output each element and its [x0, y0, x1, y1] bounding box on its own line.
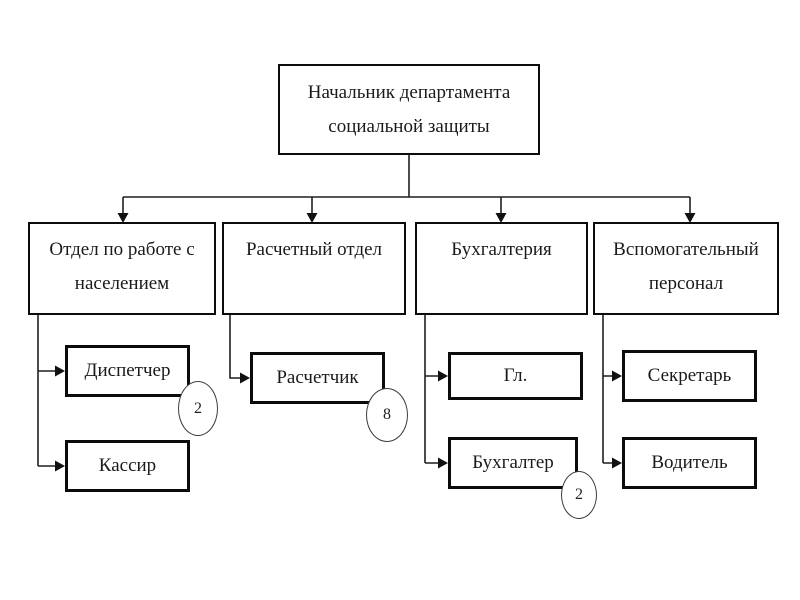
connector-root-rail [122, 155, 691, 214]
node-cashier: Кассир [65, 440, 190, 492]
node-root-label: Начальник департамента социальной защиты [307, 81, 511, 137]
node-driver: Водитель [622, 437, 757, 489]
connector-dept1 [37, 315, 55, 467]
count-badge-dispatcher: 2 [178, 381, 218, 436]
connector-dept4 [602, 315, 612, 464]
node-dept-label: Вспомогательный персонал [613, 239, 759, 294]
node-child-label: Диспетчер [84, 360, 171, 381]
arrowhead-right [612, 457, 622, 469]
node-child-label: Расчетчик [276, 367, 359, 388]
node-child-label: Гл. [503, 365, 528, 386]
connector-dept2 [229, 315, 240, 379]
arrowhead-right [240, 372, 250, 384]
count-value: 2 [575, 486, 583, 503]
count-value: 2 [194, 399, 202, 417]
arrowhead-right [438, 370, 448, 382]
node-calculator: Расчетчик [250, 352, 385, 404]
node-dept-label: Расчетный отдел [245, 239, 383, 260]
node-dept-label: Бухгалтерия [451, 239, 552, 260]
arrowhead-right [55, 365, 65, 377]
node-dept-accounting: Бухгалтерия [415, 222, 588, 315]
node-secretary: Секретарь [622, 350, 757, 402]
node-dept-label: Отдел по работе с населением [49, 239, 195, 294]
node-chief: Гл. [448, 352, 583, 400]
node-accountant: Бухгалтер [448, 437, 578, 489]
count-badge-calculator: 8 [366, 388, 408, 442]
count-value: 8 [383, 406, 391, 423]
count-badge-accountant: 2 [561, 471, 597, 519]
node-root: Начальник департамента социальной защиты [278, 64, 540, 155]
arrowhead-right [438, 457, 448, 469]
node-dept-population: Отдел по работе с населением [28, 222, 216, 315]
node-child-label: Бухгалтер [472, 452, 554, 473]
connector-dept3 [424, 315, 438, 464]
arrowhead-right [612, 370, 622, 382]
node-dept-support: Вспомогательный персонал [593, 222, 779, 315]
node-dispatcher: Диспетчер [65, 345, 190, 397]
node-child-label: Кассир [98, 455, 157, 476]
node-child-label: Водитель [651, 452, 728, 473]
arrowhead-right [55, 460, 65, 472]
node-child-label: Секретарь [647, 365, 732, 386]
node-dept-settlement: Расчетный отдел [222, 222, 406, 315]
